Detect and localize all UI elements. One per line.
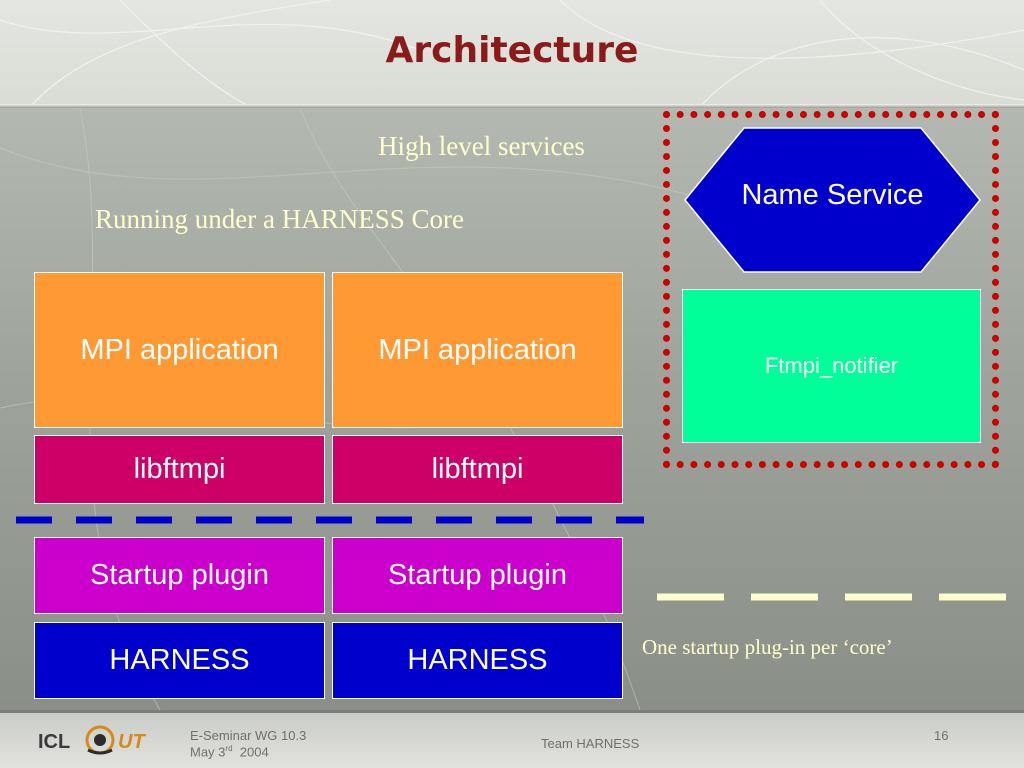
- ftmpi-notifier-label: Ftmpi_notifier: [764, 353, 899, 378]
- libftmpi-label: libftmpi: [431, 453, 524, 485]
- footer-date-suffix: rd: [225, 744, 233, 753]
- ftmpi-notifier-box: Ftmpi_notifier: [682, 289, 981, 443]
- cream-dashed-separator: [657, 593, 1007, 601]
- header-decoration: [0, 0, 1024, 107]
- libftmpi-box: libftmpi: [332, 435, 623, 504]
- icl-ut-logo: ICL UT: [38, 725, 146, 755]
- slide-footer: [0, 710, 1024, 768]
- header-divider: [0, 104, 1024, 108]
- name-service-shape: Name Service: [684, 127, 981, 273]
- libftmpi-label: libftmpi: [133, 453, 226, 485]
- startup-note: One startup plug-in per ‘core’: [642, 635, 893, 659]
- name-service-label: Name Service: [741, 179, 924, 211]
- harness-label: HARNESS: [407, 644, 548, 676]
- harness-box: HARNESS: [332, 622, 623, 699]
- hexagon-shape: [684, 127, 981, 273]
- harness-box: HARNESS: [34, 622, 325, 699]
- mpi-application-label: MPI application: [80, 333, 279, 366]
- page-number: 16: [934, 728, 949, 743]
- footer-date-month: May 3: [190, 744, 226, 760]
- mpi-application-box: MPI application: [332, 272, 623, 428]
- footer-date-year: 2004: [239, 744, 269, 760]
- startup-plugin-label: Startup plugin: [388, 559, 567, 591]
- logo-icl-text: ICL: [38, 731, 70, 753]
- harness-label: HARNESS: [109, 644, 250, 676]
- slide-header: Architecture: [0, 0, 1024, 107]
- footer-divider: [0, 710, 1024, 713]
- mpi-application-box: MPI application: [34, 272, 325, 428]
- startup-plugin-box: Startup plugin: [332, 537, 623, 614]
- startup-plugin-label: Startup plugin: [90, 559, 269, 591]
- mpi-application-label: MPI application: [378, 333, 577, 366]
- footer-team: Team HARNESS: [541, 736, 640, 751]
- blue-dashed-separator: [16, 516, 644, 524]
- footer-event: E-Seminar WG 10.3: [190, 728, 307, 743]
- startup-plugin-box: Startup plugin: [34, 537, 325, 614]
- libftmpi-box: libftmpi: [34, 435, 325, 504]
- harness-core-label: Running under a HARNESS Core: [95, 204, 464, 234]
- high-level-services-region: [663, 111, 999, 468]
- page-title: Architecture: [385, 30, 639, 71]
- footer-date: May 3rd 2004: [190, 744, 269, 759]
- high-level-services-label: High level services: [378, 131, 585, 161]
- logo-ut-text: UT: [118, 731, 146, 753]
